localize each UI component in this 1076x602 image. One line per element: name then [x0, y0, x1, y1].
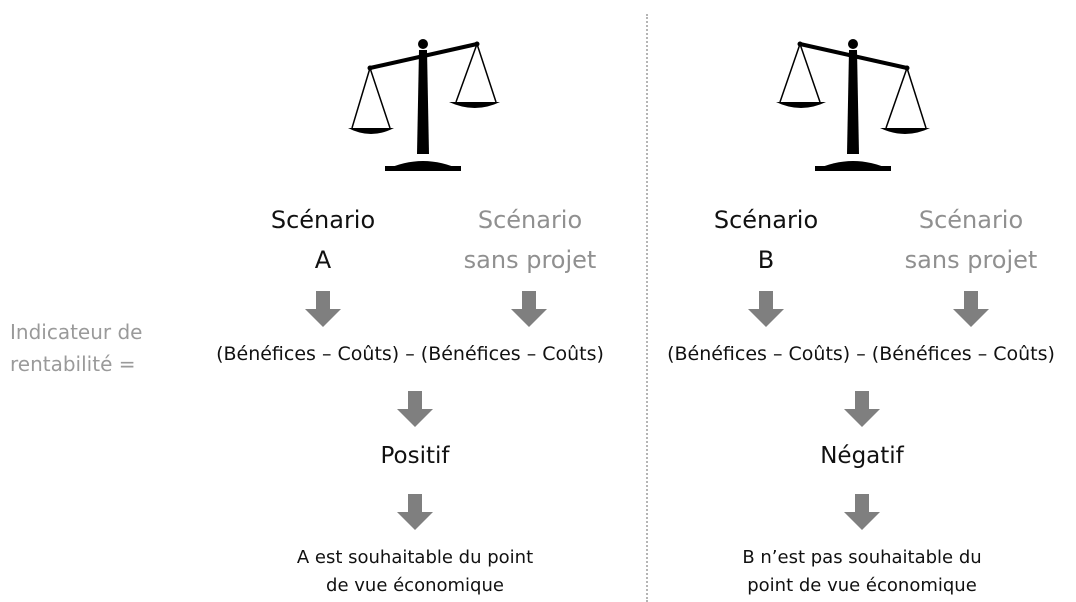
down-arrow-icon [952, 291, 990, 327]
indicator-label: Indicateur de rentabilité = [10, 316, 142, 380]
scenario-b-letter: B [757, 246, 775, 274]
panel-divider [646, 14, 648, 602]
down-arrow-icon [304, 291, 342, 327]
result-positive: Positif [380, 443, 450, 469]
baseline-title-left: Scénario [477, 206, 583, 234]
formula-right: (Bénéfices – Coûts) – (Bénéfices – Coûts… [667, 343, 1055, 365]
baseline-subtitle-right: sans projet [904, 246, 1038, 274]
conclusion-right-line2: point de vue économique [747, 575, 977, 596]
down-arrow-icon [843, 494, 881, 530]
conclusion-left: A est souhaitable du point de vue économ… [265, 544, 565, 600]
indicator-label-line2: rentabilité = [10, 352, 136, 376]
scenario-a-letter: A [314, 246, 332, 274]
balance-scale-icon [776, 39, 930, 171]
conclusion-left-line2: de vue économique [326, 575, 504, 596]
baseline-scenario-label-right: Scénario sans projet [866, 200, 1076, 280]
down-arrow-icon [396, 391, 434, 427]
conclusion-right: B n’est pas souhaitable du point de vue … [712, 544, 1012, 600]
balance-scale-icon [348, 39, 500, 171]
conclusion-left-line1: A est souhaitable du point [296, 547, 534, 568]
conclusion-right-line1: B n’est pas souhaitable du [742, 547, 982, 568]
baseline-subtitle-left: sans projet [463, 246, 597, 274]
down-arrow-icon [747, 291, 785, 327]
down-arrow-icon [396, 494, 434, 530]
result-negative: Négatif [820, 443, 904, 469]
scenario-b-label: Scénario B [686, 200, 846, 280]
scenario-b-title: Scénario [713, 206, 819, 234]
baseline-scenario-label-left: Scénario sans projet [425, 200, 635, 280]
down-arrow-icon [843, 391, 881, 427]
down-arrow-icon [510, 291, 548, 327]
scenario-a-title: Scénario [270, 206, 376, 234]
baseline-title-right: Scénario [918, 206, 1024, 234]
formula-left: (Bénéfices – Coûts) – (Bénéfices – Coûts… [216, 343, 604, 365]
scenario-a-label: Scénario A [243, 200, 403, 280]
indicator-label-line1: Indicateur de [10, 320, 143, 344]
